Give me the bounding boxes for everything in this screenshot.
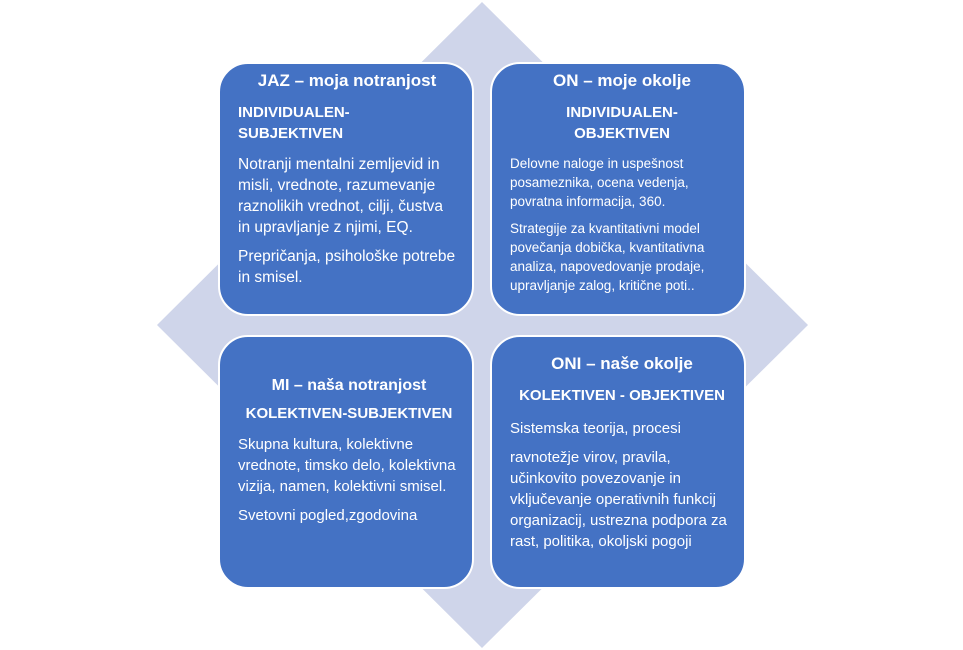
quadrant-jaz: JAZ – moja notranjost INDIVIDUALEN-SUBJE…	[218, 62, 474, 316]
quadrant-on: ON – moje okolje INDIVIDUALEN-OBJEKTIVEN…	[490, 62, 746, 316]
quadrant-subtitle: INDIVIDUALEN-OBJEKTIVEN	[566, 104, 678, 142]
quadrant-paragraph: Skupna kultura, kolektivne vrednote, tim…	[238, 436, 456, 495]
quadrant-paragraph: Svetovni pogled,zgodovina	[238, 507, 418, 524]
quadrant-paragraph: Delovne naloge in uspešnost posameznika,…	[510, 156, 689, 209]
quadrant-subtitle: KOLEKTIVEN - OBJEKTIVEN	[519, 387, 725, 404]
quadrant-paragraph: ravnotežje virov, pravila, učinkovito po…	[510, 449, 727, 550]
quadrant-title: ON – moje okolje	[553, 71, 691, 90]
quadrant-oni: ONI – naše okolje KOLEKTIVEN - OBJEKTIVE…	[490, 335, 746, 589]
quadrant-title: JAZ – moja notranjost	[257, 71, 437, 90]
quadrant-mi: MI – naša notranjost KOLEKTIVEN-SUBJEKTI…	[218, 335, 474, 589]
quadrant-paragraph: Prepričanja, psihološke potrebe in smise…	[238, 248, 456, 286]
quadrant-title: ONI – naše okolje	[551, 354, 693, 373]
quadrant-title: MI – naša notranjost	[271, 377, 427, 394]
quadrant-paragraph: Strategije za kvantitativni model poveča…	[510, 221, 705, 293]
quadrant-paragraph: Notranji mentalni zemljevid in misli, vr…	[238, 156, 444, 236]
quadrant-subtitle: KOLEKTIVEN-SUBJEKTIVEN	[245, 405, 453, 422]
quadrant-paragraph: Sistemska teorija, procesi	[510, 420, 681, 437]
quadrant-subtitle: INDIVIDUALEN-SUBJEKTIVEN	[238, 104, 350, 142]
